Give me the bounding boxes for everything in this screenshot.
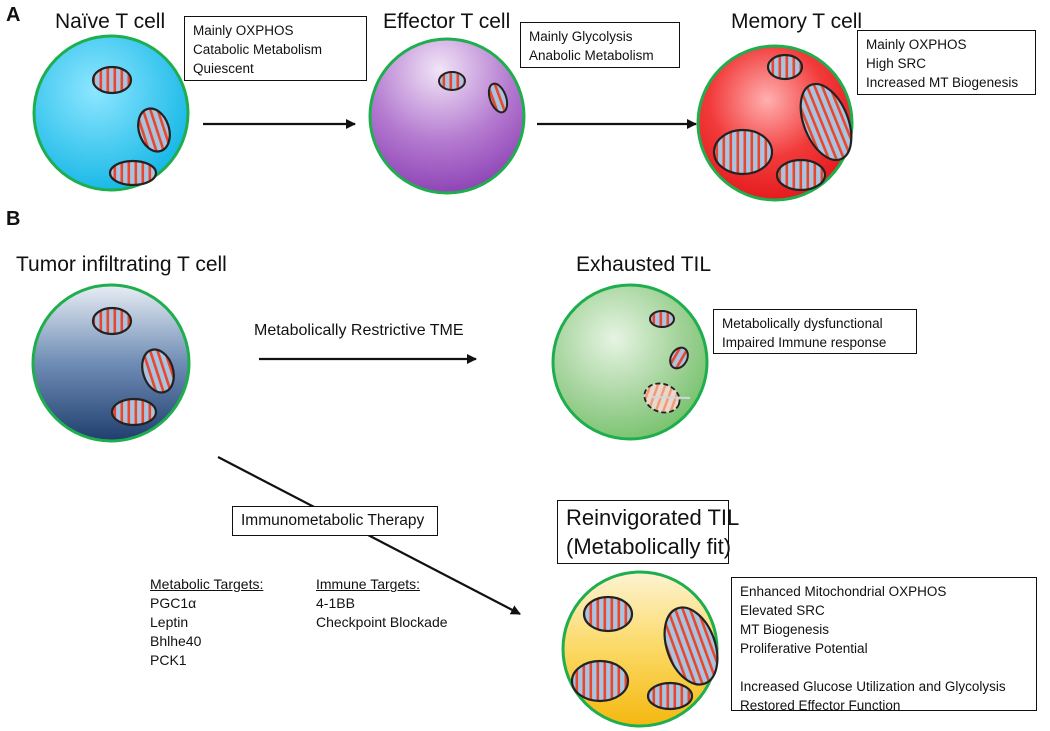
mitochondrion-fragment — [650, 396, 691, 399]
reinvigorated-title-line2: (Metabolically fit) — [566, 534, 732, 559]
memory-t-cell-title: Memory T cell — [731, 10, 863, 33]
mitochondrion — [663, 606, 719, 686]
info-line: Catabolic Metabolism — [193, 42, 323, 57]
mitochondrion — [669, 346, 689, 370]
reinvigorated-title-box: Reinvigorated TIL (Metabolically fit) — [557, 500, 740, 564]
target-item: 4-1BB — [316, 595, 355, 611]
effector-t-cell-title: Effector T cell — [383, 10, 511, 33]
info-line: Mainly Glycolysis — [529, 29, 633, 44]
info-line: Increased Glucose Utilization and Glycol… — [740, 679, 1006, 694]
info-line: Impaired Immune response — [722, 335, 887, 350]
reinvigorated-title-line1: Reinvigorated TIL — [566, 505, 740, 530]
naive-t-cell-title: Naïve T cell — [55, 10, 166, 33]
mitochondrion — [438, 71, 466, 91]
naive-t-cell — [32, 34, 190, 192]
mitochondrion — [487, 82, 509, 114]
info-line: Elevated SRC — [740, 603, 825, 618]
target-item: Leptin — [150, 614, 189, 630]
tumor-cell-title: Tumor infiltrating T cell — [16, 253, 227, 276]
immune-targets-header: Immune Targets: — [316, 576, 421, 592]
reinvigorated-info-box: Enhanced Mitochondrial OXPHOS Elevated S… — [731, 577, 1037, 713]
mitochondrion — [582, 595, 634, 633]
naive-info-box: Mainly OXPHOS Catabolic Metabolism Quies… — [184, 16, 367, 81]
info-line: Metabolically dysfunctional — [722, 316, 883, 331]
mitochondrion — [649, 310, 675, 328]
info-line: Enhanced Mitochondrial OXPHOS — [740, 584, 947, 599]
target-item: Bhlhe40 — [150, 633, 202, 649]
restrictive-tme-label: Metabolically Restrictive TME — [254, 322, 464, 339]
info-line: High SRC — [866, 56, 927, 71]
mitochondrion — [799, 82, 853, 162]
memory-info-box: Mainly OXPHOS High SRC Increased MT Biog… — [857, 30, 1036, 95]
exhausted-til-title: Exhausted TIL — [576, 253, 712, 276]
therapy-label: Immunometabolic Therapy — [241, 512, 425, 529]
mitochondrion — [137, 107, 171, 153]
info-line: Quiescent — [193, 61, 254, 76]
info-spacer — [740, 658, 1028, 677]
effector-t-cell — [368, 37, 526, 195]
info-line: MT Biogenesis — [740, 622, 830, 637]
mitochondrion — [712, 128, 774, 176]
info-line: Increased MT Biogenesis — [866, 75, 1019, 90]
target-item: PCK1 — [150, 652, 187, 668]
therapy-label-box: Immunometabolic Therapy — [232, 506, 438, 536]
immune-targets-list: Immune Targets: 4-1BB Checkpoint Blockad… — [316, 575, 448, 632]
exhausted-mitochondria — [643, 310, 691, 414]
target-item: PGC1α — [150, 595, 197, 611]
info-line: Mainly OXPHOS — [193, 23, 294, 38]
effector-info-box: Mainly Glycolysis Anabolic Metabolism — [520, 22, 680, 68]
exhausted-info-box: Metabolically dysfunctional Impaired Imm… — [713, 309, 917, 354]
panel-label-a: A — [6, 4, 21, 26]
mitochondrion — [570, 659, 630, 703]
mitochondrion — [775, 158, 827, 192]
effector-mitochondria — [438, 71, 509, 114]
mitochondrion — [141, 348, 175, 394]
panel-label-b: B — [6, 208, 21, 230]
metabolic-targets-header: Metabolic Targets: — [150, 576, 264, 592]
mitochondrion — [646, 681, 694, 711]
info-line: Mainly OXPHOS — [866, 37, 967, 52]
reinvigorated-mitochondria — [570, 595, 719, 711]
memory-mitochondria — [712, 53, 853, 192]
target-item: Checkpoint Blockade — [316, 614, 448, 630]
mitochondrion — [766, 53, 804, 81]
mitochondrion — [110, 397, 158, 427]
mitochondrion — [91, 65, 133, 95]
naive-mitochondria — [91, 65, 171, 187]
metabolic-targets-list: Metabolic Targets: PGC1α Leptin Bhlhe40 … — [150, 575, 263, 670]
info-line: Anabolic Metabolism — [529, 48, 654, 63]
info-line: Proliferative Potential — [740, 641, 868, 656]
tumor-mitochondria — [91, 306, 175, 427]
mitochondrion — [108, 159, 158, 187]
mitochondrion — [91, 306, 133, 336]
info-line: Restored Effector Function — [740, 698, 901, 713]
